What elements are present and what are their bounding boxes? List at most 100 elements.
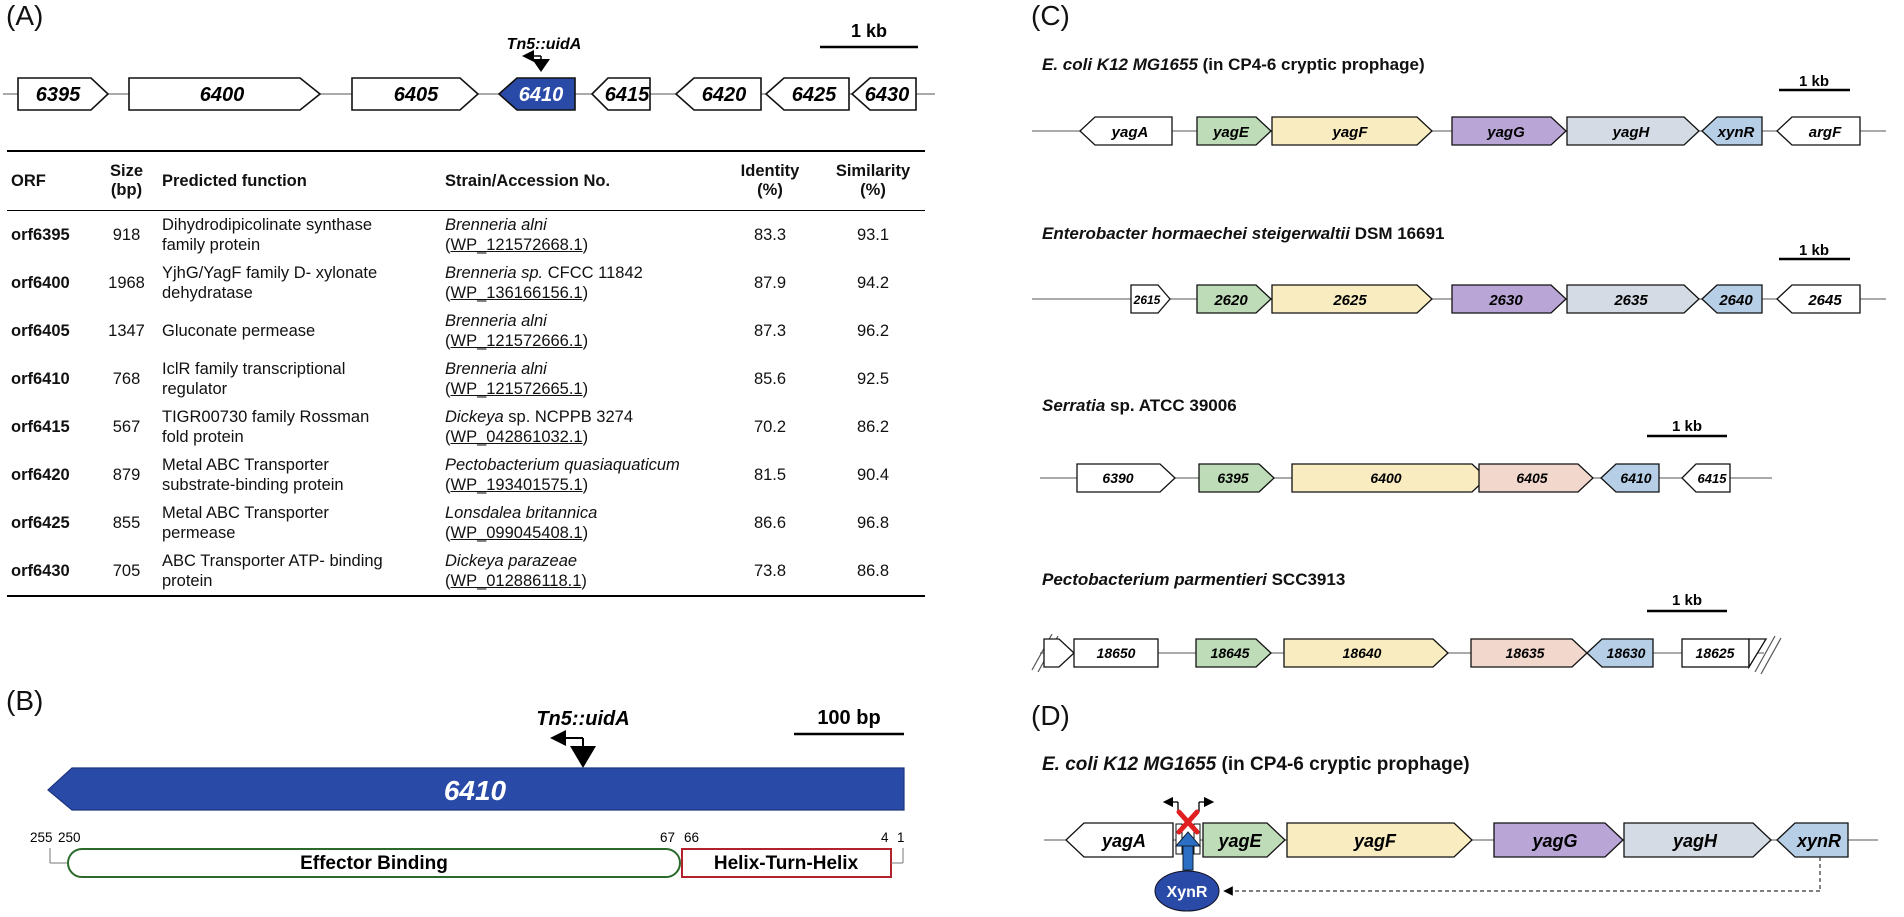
gene-yagE xyxy=(1196,116,1272,146)
gene-yagA xyxy=(1079,116,1173,146)
svg-text:yagG: yagG xyxy=(1531,831,1577,851)
effector-binding-domain xyxy=(67,848,681,878)
gene-label: 6400 xyxy=(200,84,245,106)
gene-label: 6425 xyxy=(792,84,837,106)
gene-2615 xyxy=(1130,284,1171,314)
panel-b-domain-map: Tn5::uidA 100 bp 6410 255 250 67 66 4 1 … xyxy=(30,707,905,878)
svg-text:18640: 18640 xyxy=(1343,645,1382,661)
gene-yagF xyxy=(1271,116,1433,146)
gene-yagF-d xyxy=(1286,822,1473,858)
gene-label: 6415 xyxy=(605,84,650,106)
gene-yagH-d xyxy=(1623,822,1772,858)
svg-text:2620: 2620 xyxy=(1213,292,1248,309)
panel-d-label: (D) xyxy=(1031,700,1070,731)
enterobacter-title: Enterobacter hormaechei steigerwaltii DS… xyxy=(1042,224,1445,243)
gene-18650 xyxy=(1073,638,1159,668)
gene-6400: 6400 xyxy=(128,77,322,111)
gene-label: 6420 xyxy=(702,84,747,106)
svg-text:6405: 6405 xyxy=(1516,470,1547,486)
insertion-triangle xyxy=(532,59,550,72)
svg-text:6400: 6400 xyxy=(1370,470,1401,486)
gene-6405 xyxy=(1478,463,1594,493)
enterobacter-scale-label: 1 kb xyxy=(1799,242,1829,259)
pecto-scale-label: 1 kb xyxy=(1672,592,1702,609)
gene-18645 xyxy=(1195,638,1272,668)
insertion-triangle-b xyxy=(570,746,596,768)
svg-text:yagH: yagH xyxy=(1612,124,1651,141)
svg-text:6415: 6415 xyxy=(1698,471,1728,486)
svg-text:2645: 2645 xyxy=(1807,292,1842,309)
gene-6395 xyxy=(1198,463,1275,493)
gene-6395: 6395 xyxy=(17,77,110,111)
svg-text:yagA: yagA xyxy=(1101,831,1146,851)
svg-text:2635: 2635 xyxy=(1613,292,1648,309)
svg-text:xynR: xynR xyxy=(1796,831,1841,851)
gene-6430: 6430 xyxy=(850,77,917,111)
gene-2645 xyxy=(1776,284,1861,314)
pos-1: 1 xyxy=(897,830,905,845)
panel-a-insertion-label: Tn5::uidA xyxy=(507,36,582,53)
svg-text:yagE: yagE xyxy=(1217,831,1262,851)
panel-c-enterobacter-map: 1 kb 2615 2620 2625 2630 2635 2640 2645 xyxy=(1032,242,1886,314)
panel-a-gene-map: 1 kb Tn5::uidA 6395 6400 6405 6410 6415 xyxy=(3,21,935,111)
svg-text:yagH: yagH xyxy=(1672,831,1718,851)
panel-c-pectobacterium-map: 1 kb 18650 18645 18640 18635 18630 18625 xyxy=(1031,592,1782,675)
svg-text:yagF: yagF xyxy=(1353,831,1397,851)
gene-yagH xyxy=(1566,116,1700,146)
hth-label: Helix-Turn-Helix xyxy=(714,853,859,874)
serratia-scale-label: 1 kb xyxy=(1672,418,1702,435)
gene-6410-highlighted: 6410 xyxy=(497,77,576,111)
gene-2640 xyxy=(1701,284,1763,314)
pos-67: 67 xyxy=(660,830,675,845)
ecoli-title: E. coli K12 MG1655 (in CP4-6 cryptic pro… xyxy=(1042,55,1425,74)
effector-binding-label: Effector Binding xyxy=(300,853,448,874)
panel-a-scale-label: 1 kb xyxy=(851,21,887,41)
svg-text:2625: 2625 xyxy=(1332,292,1367,309)
svg-text:2630: 2630 xyxy=(1488,292,1523,309)
pecto-title: Pectobacterium parmentieri SCC3913 xyxy=(1042,570,1346,589)
pos-255: 255 xyxy=(30,830,53,845)
serratia-title: Serratia sp. ATCC 39006 xyxy=(1042,396,1237,415)
panel-c-serratia-map: 1 kb 6390 6395 6400 6405 6410 6415 xyxy=(1040,418,1772,493)
ecoli-scale-label: 1 kb xyxy=(1799,73,1829,90)
table-row: orf6395 918 Dihydrodipicolinate synthase… xyxy=(11,216,890,254)
gene-partial-left xyxy=(1043,638,1075,668)
header-similarity: Similarity(%) xyxy=(835,162,911,199)
gene-6415: 6415 xyxy=(590,77,651,111)
svg-text:xynR: xynR xyxy=(1717,124,1755,141)
pos-4: 4 xyxy=(881,830,889,845)
repression-x-icon xyxy=(1176,809,1200,835)
gene-label: 6410 xyxy=(519,84,564,106)
gene-2635 xyxy=(1566,284,1700,314)
svg-text:18650: 18650 xyxy=(1097,645,1136,661)
gene-yagG-d xyxy=(1493,822,1624,858)
panel-b-scale-label: 100 bp xyxy=(817,707,880,729)
xynr-protein-label: XynR xyxy=(1167,884,1208,901)
svg-text:6390: 6390 xyxy=(1102,470,1133,486)
gene-label: 6430 xyxy=(865,84,910,106)
svg-text:yagF: yagF xyxy=(1331,124,1368,141)
gene-2620 xyxy=(1196,284,1272,314)
panel-c-ecoli-map: 1 kb yagA yagE yagF yagG yagH xynR argF xyxy=(1032,73,1886,146)
gene-6410 xyxy=(1600,463,1660,493)
gene-18630 xyxy=(1586,638,1654,668)
gene-xynR-d xyxy=(1776,822,1849,858)
panel-b-insertion-label: Tn5::uidA xyxy=(536,708,629,730)
xynr-protein xyxy=(1154,870,1220,912)
panel-b-label: (B) xyxy=(6,685,44,716)
panel-d-regulation-model: yagA yagE yagF yagG yagH xynR XynR xyxy=(1044,796,1878,912)
svg-text:6410: 6410 xyxy=(1620,470,1651,486)
header-orf: ORF xyxy=(11,171,46,190)
svg-text:yagE: yagE xyxy=(1212,124,1250,141)
hth-domain xyxy=(681,848,892,878)
gene-yagG xyxy=(1451,116,1567,146)
orf-table-header: ORF Size(bp) Predicted function Strain/A… xyxy=(7,151,925,211)
gene-6410-bar xyxy=(47,767,905,811)
gene-argF xyxy=(1776,116,1861,146)
gene-label: 6395 xyxy=(36,84,81,106)
